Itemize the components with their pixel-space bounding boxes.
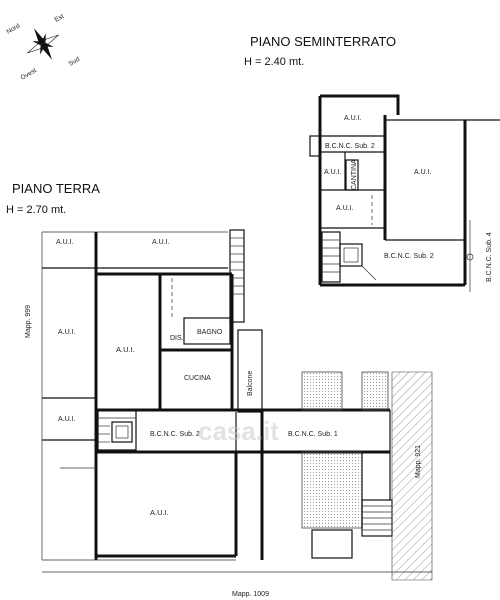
ground-room-aui-left-low: A.U.I. <box>58 416 76 423</box>
ground-room-aui-top-mid: A.U.I. <box>152 239 170 246</box>
basement-height: H = 2.40 mt. <box>244 56 304 68</box>
ground-room-aui-top-left: A.U.I. <box>56 239 74 246</box>
ground-mapp-left: Mapp. 999 <box>25 305 32 338</box>
compass-west-label: Ovest <box>20 67 38 82</box>
basement-room-cantina: CANTINA <box>351 159 358 190</box>
compass-north-label: Nord <box>6 22 22 35</box>
ground-room-cucina: CUCINA <box>184 375 211 382</box>
ground-room-bcnc-sub1: B.C.N.C. Sub. 1 <box>288 431 338 438</box>
basement-plan <box>309 94 500 292</box>
compass-rose: Nord Est Sud Ovest <box>6 13 82 82</box>
basement-room-aui-mid: A.U.I. <box>336 205 354 212</box>
basement-title: PIANO SEMINTERRATO <box>250 34 396 49</box>
basement-room-aui-left-small: A.U.I. <box>324 169 342 176</box>
basement-room-bcnc-sub4: B.C.N.C. Sub. 4 <box>486 232 493 282</box>
ground-mapp-right: Mapp. 921 <box>415 445 422 478</box>
compass-east-label: Est <box>54 13 66 24</box>
ground-room-bcnc-sub2: B.C.N.C. Sub. 2 <box>150 431 200 438</box>
ground-plan <box>41 229 433 581</box>
compass-south-label: Sud <box>68 56 82 68</box>
basement-room-aui-top: A.U.I. <box>344 115 362 122</box>
basement-room-bcnc-sub2-lower: B.C.N.C. Sub. 2 <box>384 253 434 260</box>
watermark: casa.it <box>198 416 279 446</box>
ground-room-bagno: BAGNO <box>197 329 223 336</box>
basement-room-aui-right: A.U.I. <box>414 169 432 176</box>
ground-room-aui-center: A.U.I. <box>116 345 135 354</box>
ground-room-balcone: Balcone <box>247 371 254 396</box>
ground-title: PIANO TERRA <box>12 181 100 196</box>
ground-room-aui-bottom: A.U.I. <box>150 508 169 517</box>
ground-height: H = 2.70 mt. <box>6 204 66 216</box>
ground-room-dis: DIS. <box>170 335 184 342</box>
compass-star-icon <box>27 28 59 60</box>
ground-room-aui-left-mid: A.U.I. <box>58 329 76 336</box>
basement-room-bcnc-sub2: B.C.N.C. Sub. 2 <box>325 143 375 150</box>
ground-mapp-bottom: Mapp. 1009 <box>232 591 269 598</box>
